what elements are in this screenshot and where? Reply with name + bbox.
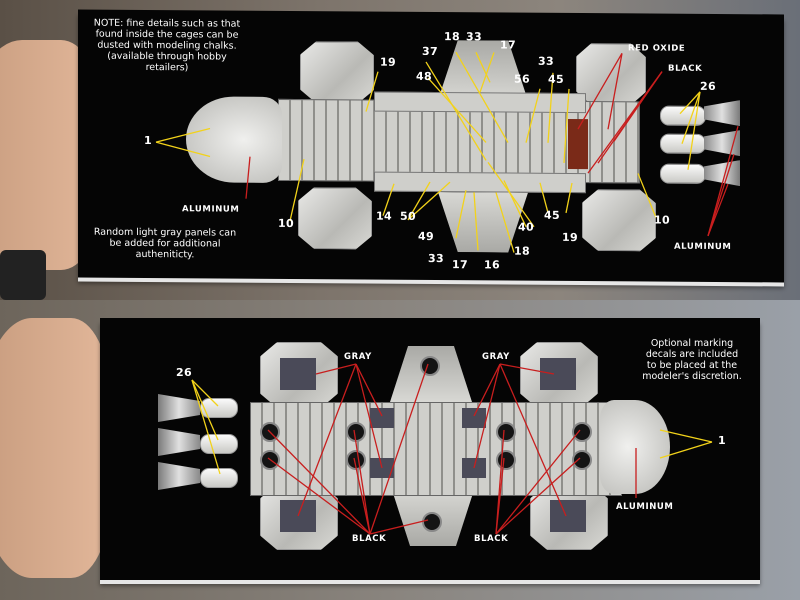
black-port xyxy=(420,356,440,376)
instruction-card-bottom: Optional marking decals are included to … xyxy=(100,318,760,580)
black-port xyxy=(572,450,592,470)
callout-label: 19 xyxy=(380,55,396,69)
callout-label: 33 xyxy=(538,54,554,68)
note-fine-details: NOTE: fine details such as that found in… xyxy=(93,17,241,74)
callout-red-oxide: RED OXIDE xyxy=(628,43,686,54)
note-panels: Random light gray panels can be added fo… xyxy=(93,226,237,261)
gray-hatch xyxy=(540,358,576,390)
fuel-tank xyxy=(660,163,706,184)
black-port xyxy=(496,422,516,442)
gray-hatch xyxy=(370,458,394,478)
black-port xyxy=(572,422,592,442)
callout-label: 56 xyxy=(514,72,530,86)
callout-black: BLACK xyxy=(474,534,509,544)
note-decals: Optional marking decals are included to … xyxy=(642,338,742,382)
black-port xyxy=(496,450,516,470)
callout-gray: GRAY xyxy=(344,352,372,362)
callout-label: 48 xyxy=(416,69,432,84)
engine-nozzle xyxy=(158,394,200,422)
fuel-tank xyxy=(660,133,706,154)
engine-mount xyxy=(568,118,588,170)
callout-aluminum: ALUMINUM xyxy=(182,204,240,215)
engine-nozzle xyxy=(158,428,200,456)
callout-label: 26 xyxy=(176,366,192,379)
callout-label: 19 xyxy=(562,230,578,245)
gray-hatch xyxy=(462,458,486,478)
fuel-tank xyxy=(660,105,706,126)
black-port xyxy=(346,422,366,442)
callout-gray: GRAY xyxy=(482,352,510,362)
callout-label: 49 xyxy=(418,229,434,244)
engine-nozzle xyxy=(704,130,740,156)
callout-label: 1 xyxy=(144,133,152,148)
callout-label: 45 xyxy=(544,208,560,222)
callout-black: BLACK xyxy=(352,534,387,544)
cargo-box xyxy=(374,91,586,114)
callout-label: 18 xyxy=(444,30,460,44)
landing-pod xyxy=(298,187,372,250)
callout-label: 10 xyxy=(278,216,294,231)
callout-aluminum: ALUMINUM xyxy=(674,241,732,253)
black-port xyxy=(422,512,442,532)
black-port xyxy=(346,450,366,470)
callout-label: 16 xyxy=(484,258,500,272)
callout-label: 33 xyxy=(466,30,482,44)
callout-label: 45 xyxy=(548,72,564,86)
callout-label: 17 xyxy=(500,38,516,52)
gray-hatch xyxy=(280,500,316,532)
gray-hatch xyxy=(370,408,394,428)
gray-hatch xyxy=(462,408,486,428)
landing-pod xyxy=(582,189,656,252)
command-module xyxy=(186,96,282,183)
fuel-tank xyxy=(200,434,238,454)
engine-nozzle xyxy=(704,100,740,126)
black-port xyxy=(260,450,280,470)
engine-nozzle xyxy=(704,160,740,186)
fuel-tank xyxy=(200,398,238,418)
callout-label: 14 xyxy=(376,209,392,223)
callout-label: 18 xyxy=(514,244,530,258)
callout-label: 33 xyxy=(428,251,444,266)
spine-frame xyxy=(250,402,622,496)
callout-label: 10 xyxy=(654,213,670,227)
callout-black: BLACK xyxy=(668,63,703,74)
fuel-tank xyxy=(200,468,238,488)
callout-label: 40 xyxy=(518,220,534,234)
callout-label: 1 xyxy=(718,434,726,447)
command-module xyxy=(600,400,670,494)
black-port xyxy=(260,422,280,442)
cargo-box xyxy=(374,171,586,194)
service-module-bottom xyxy=(438,192,528,253)
hand-bottom xyxy=(0,318,110,578)
engine-nozzle xyxy=(158,462,200,490)
callout-aluminum: ALUMINUM xyxy=(616,502,674,512)
callout-label: 17 xyxy=(452,258,468,272)
gray-hatch xyxy=(550,500,586,532)
wristwatch xyxy=(0,250,46,300)
gray-hatch xyxy=(280,358,316,390)
callout-label: 26 xyxy=(700,79,716,93)
callout-label: 37 xyxy=(422,44,438,59)
callout-label: 50 xyxy=(400,209,416,223)
landing-pod xyxy=(300,41,374,104)
instruction-card-top: NOTE: fine details such as that found in… xyxy=(78,9,784,283)
